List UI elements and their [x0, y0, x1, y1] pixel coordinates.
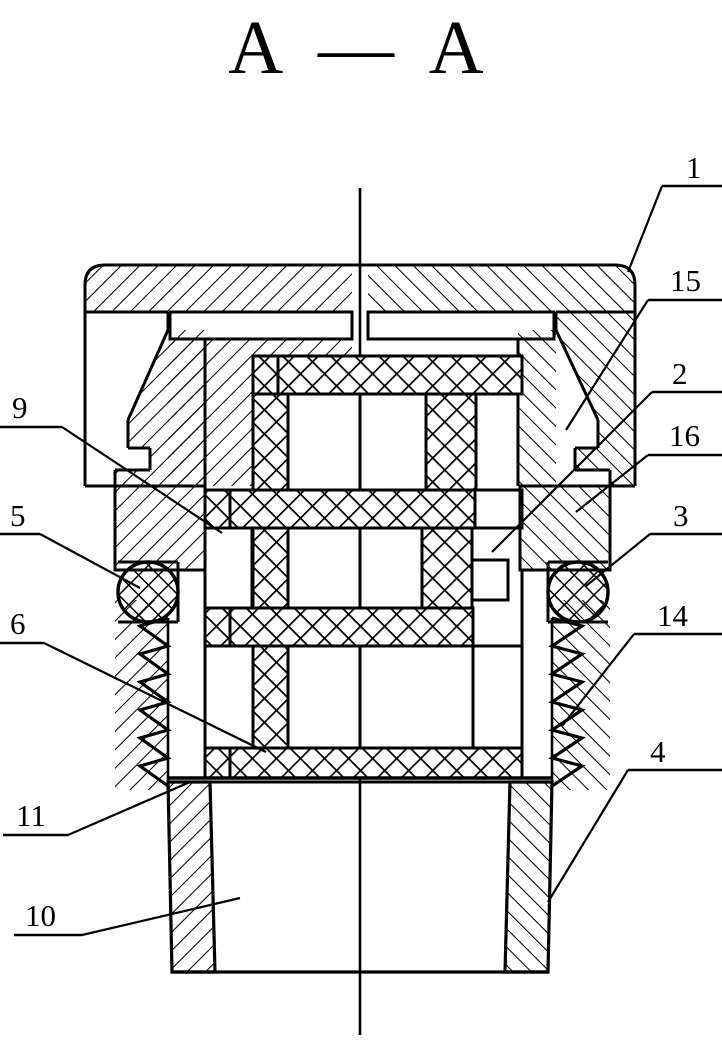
- callout-number-4: 4: [650, 734, 666, 769]
- callout-number-16: 16: [669, 418, 700, 453]
- leader-line-9: [61, 426, 223, 534]
- coil-band-bottom: [203, 746, 524, 780]
- leader-line-3: [585, 533, 651, 587]
- leader-line-1: [626, 185, 664, 273]
- coil-limb-left-lower: [251, 526, 290, 610]
- leader-line-4: [547, 769, 629, 903]
- callout-number-14: 14: [657, 598, 688, 633]
- leader-line-16: [575, 454, 649, 513]
- leader-line-5: [39, 533, 141, 589]
- callout-number-6: 6: [10, 606, 26, 641]
- top-spacer-plate: [168, 310, 556, 341]
- callout-leaders: [0, 184, 722, 937]
- coil-pocket-right-lower: [471, 644, 524, 750]
- part-14-thread-right: [548, 600, 610, 790]
- callout-number-9: 9: [12, 390, 28, 425]
- figure-title: A — A: [228, 6, 494, 90]
- leader-line-2: [491, 391, 653, 553]
- coil-limb-right-upper: [424, 392, 478, 492]
- part-9-inner-sleeve: [168, 330, 556, 486]
- callout-number-5: 5: [10, 498, 26, 533]
- body-outer-wall: [113, 484, 612, 572]
- coil-limb-right-middle: [420, 526, 474, 622]
- part-4-nozzle: [166, 780, 554, 974]
- leader-line-6: [43, 642, 267, 753]
- callout-number-11: 11: [16, 798, 46, 833]
- coil-limb-left-bottom: [251, 644, 290, 750]
- leader-line-10: [81, 896, 241, 937]
- leader-line-11: [67, 780, 191, 837]
- callout-number-15: 15: [670, 263, 701, 298]
- callout-number-3: 3: [673, 498, 689, 533]
- callout-number-2: 2: [672, 356, 688, 391]
- coil-pocket-right-mid: [473, 488, 524, 530]
- callout-number-1: 1: [686, 150, 702, 185]
- coil-band-third: [203, 606, 475, 648]
- leader-line-15: [565, 299, 649, 431]
- part-16-core-step: [470, 558, 510, 602]
- coil-band-second: [203, 488, 477, 530]
- body-shoulder: [168, 776, 552, 784]
- part-2-coil-assembly: [203, 354, 524, 780]
- part-11-thread-left: [115, 600, 172, 790]
- callout-number-10: 10: [25, 898, 56, 933]
- coil-core-lower: [286, 644, 475, 750]
- coil-core-upper: [286, 392, 428, 492]
- coil-band-top: [251, 354, 524, 396]
- leader-line-14: [561, 633, 635, 727]
- coil-limb-left: [251, 392, 290, 492]
